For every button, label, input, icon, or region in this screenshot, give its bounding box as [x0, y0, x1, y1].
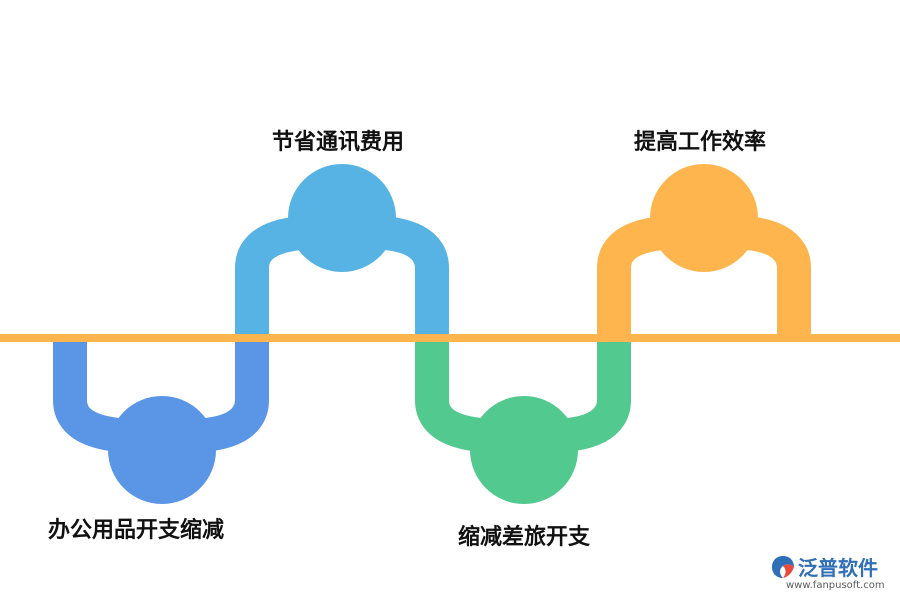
- step-4-label: 提高工作效率: [634, 130, 767, 155]
- logo-name: 泛普软件: [798, 556, 878, 580]
- logo-url: www.fanpusoft.com: [786, 580, 885, 591]
- fanpu-logo-icon: [772, 556, 794, 578]
- step-1-label: 办公用品开支缩减: [48, 518, 225, 543]
- fanpu-logo: 泛普软件 www.fanpusoft.com: [770, 552, 895, 596]
- horizontal-axis-line: [0, 334, 900, 342]
- step-1-node: [108, 396, 216, 504]
- step-3-label: 缩减差旅开支: [458, 525, 591, 550]
- step-2-label: 节省通讯费用: [272, 130, 405, 155]
- step-2-node: [288, 164, 396, 272]
- step-3-node: [470, 396, 578, 504]
- step-4-node: [650, 164, 758, 272]
